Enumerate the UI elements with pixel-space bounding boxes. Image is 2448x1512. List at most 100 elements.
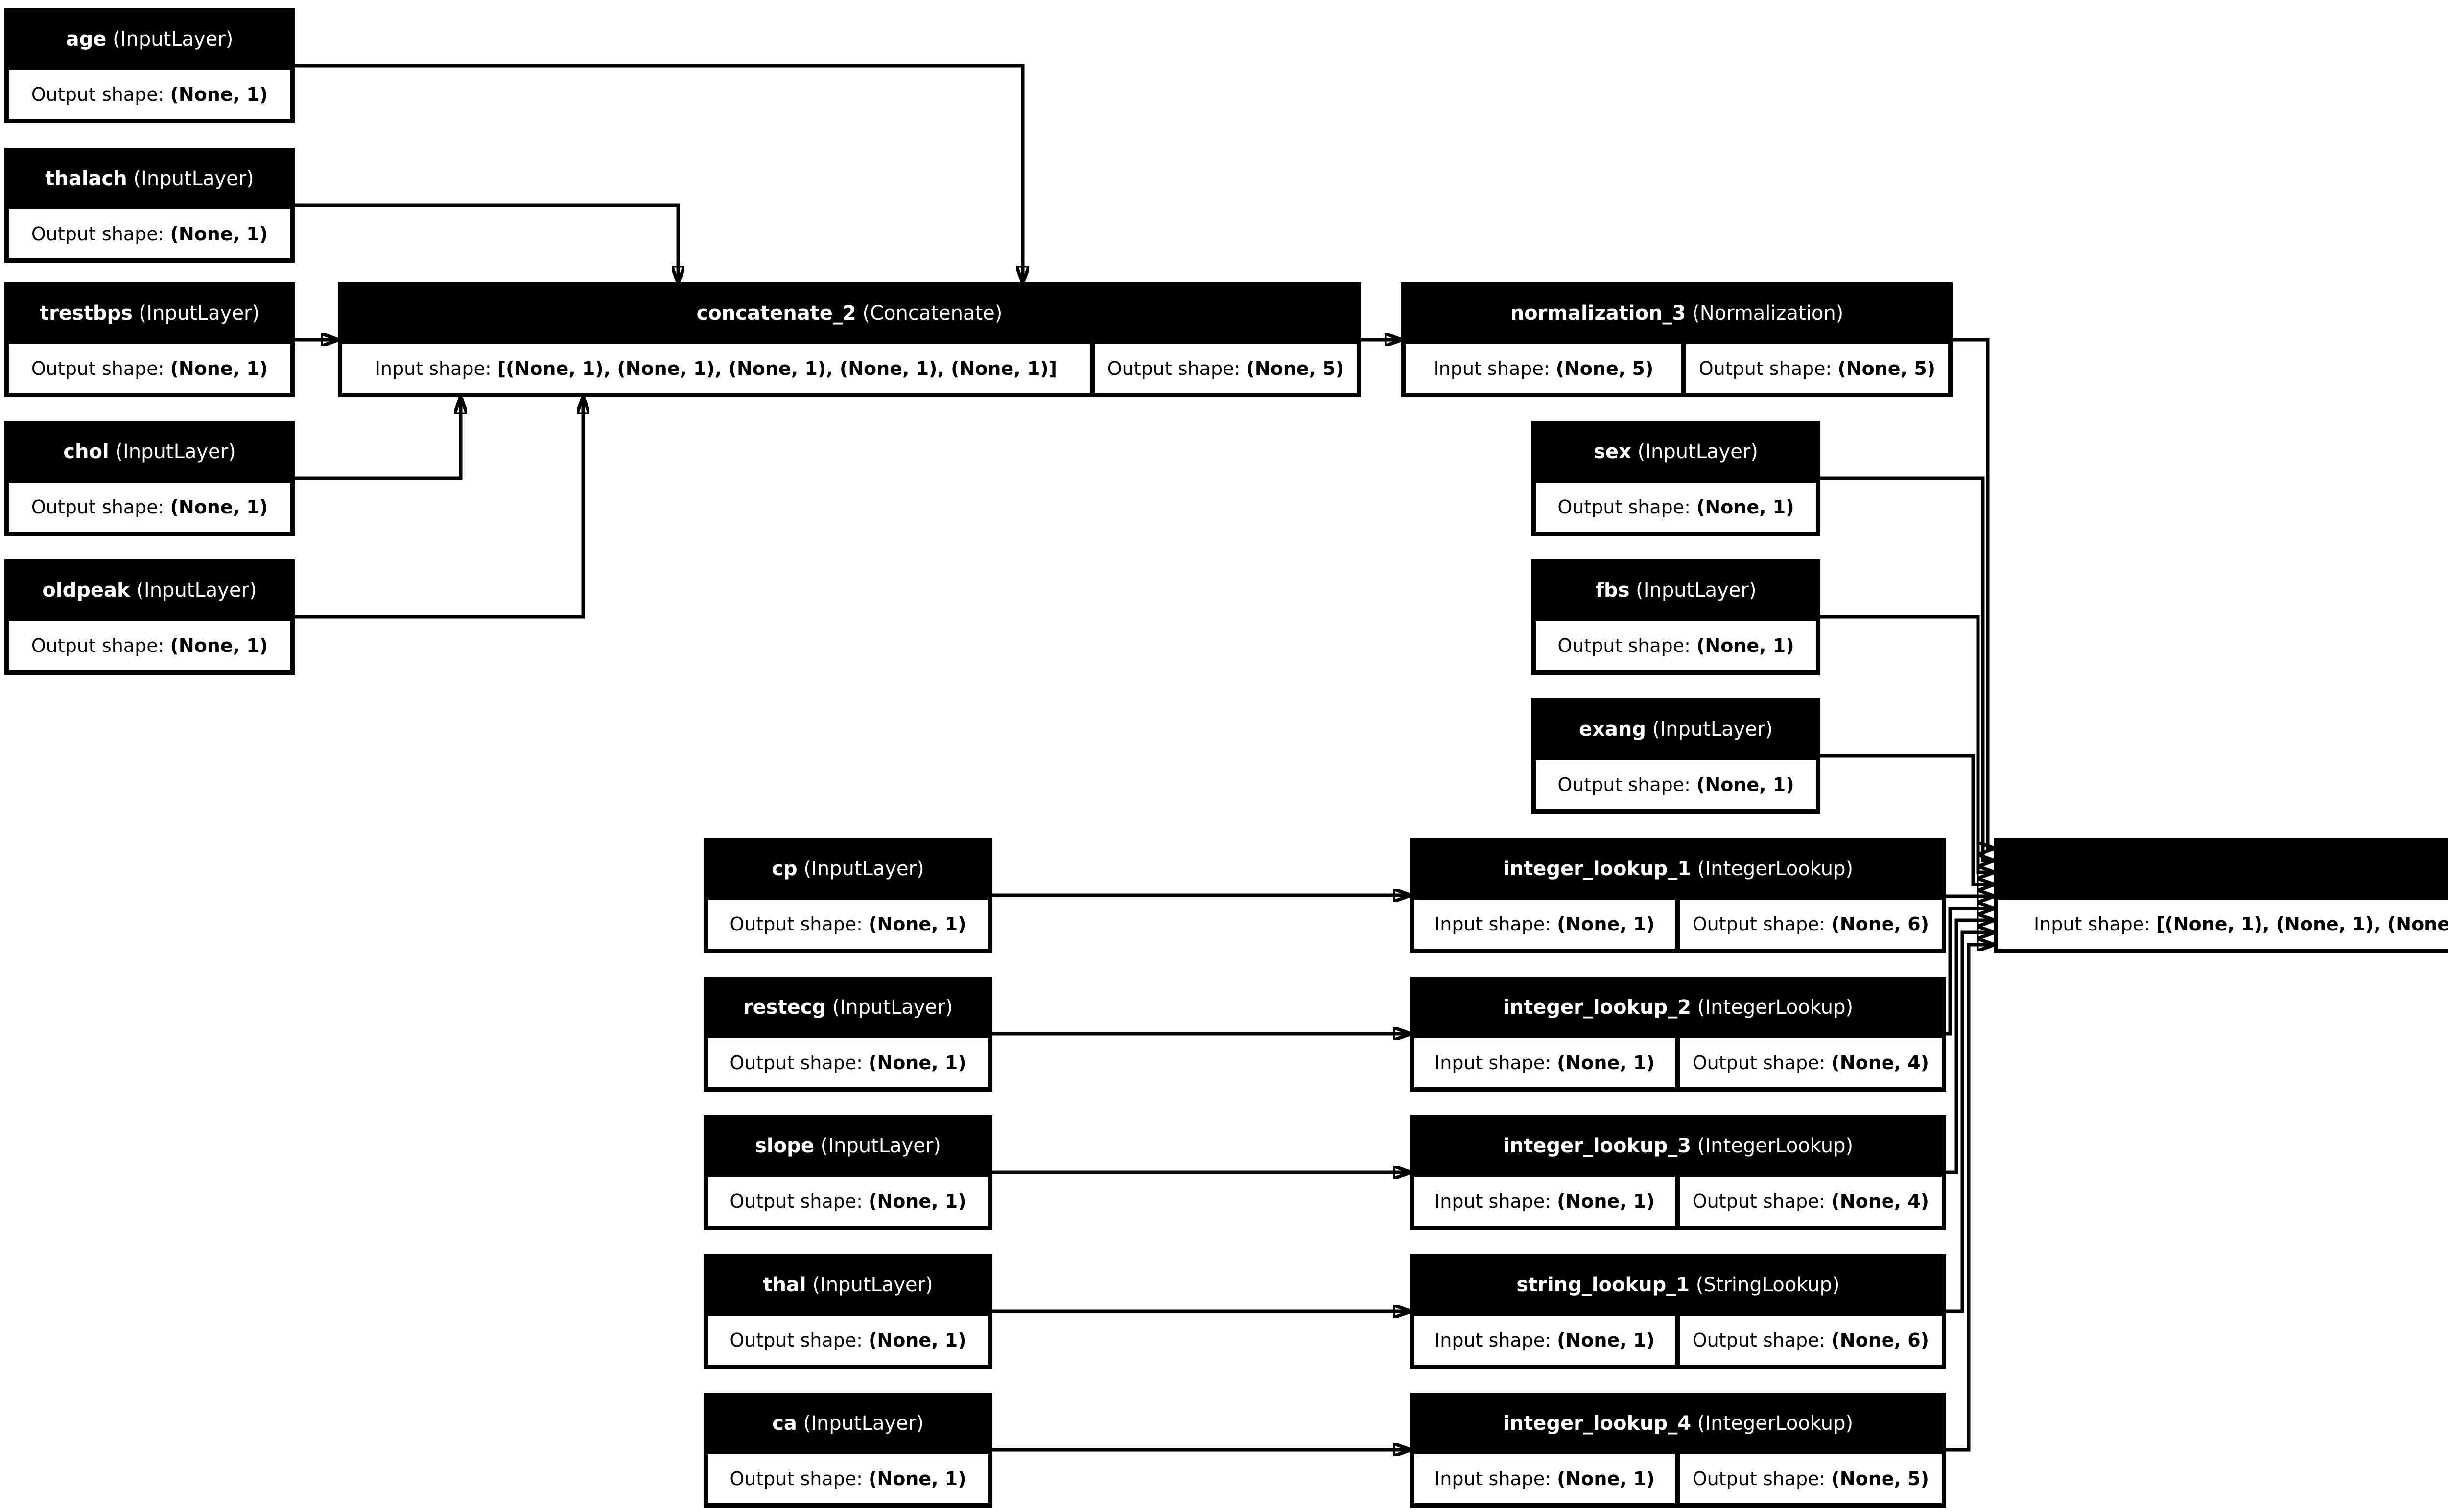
shape-value: (None, 1) — [1557, 1052, 1655, 1073]
shape-value: (None, 4) — [1831, 1190, 1929, 1212]
layer-type: (InputLayer) — [1629, 579, 1757, 602]
shape-label: Output shape: — [31, 84, 165, 105]
layer-node-integer_lookup_1: integer_lookup_1 (IntegerLookup)Input sh… — [1410, 838, 1946, 953]
edge-thalach-to-concatenate_2 — [295, 203, 678, 282]
layer-name: fbs — [1595, 579, 1630, 602]
layer-name: normalization_3 — [1510, 302, 1686, 325]
shape-cell: Input shape: (None, 5) — [1406, 344, 1681, 393]
layer-node-fbs: fbs (InputLayer)Output shape: (None, 1) — [1531, 559, 1820, 675]
layer-type: (InputLayer) — [106, 28, 234, 50]
shape-label: Input shape: — [1435, 1052, 1552, 1073]
layer-type: (IntegerLookup) — [1691, 1412, 1854, 1435]
layer-node-integer_lookup_4: integer_lookup_4 (IntegerLookup)Input sh… — [1410, 1393, 1946, 1508]
shape-value: (None, 1) — [170, 223, 268, 245]
layer-type: (InputLayer) — [1646, 718, 1773, 741]
shape-label: Output shape: — [730, 1468, 863, 1489]
shape-value: (None, 5) — [1555, 358, 1654, 379]
edge-fbs-to-concatenate_3 — [1820, 615, 1994, 872]
layer-name: ca — [772, 1412, 797, 1435]
layer-title: age (InputLayer) — [9, 8, 290, 70]
layer-name: exang — [1578, 718, 1646, 741]
layer-node-chol: chol (InputLayer)Output shape: (None, 1) — [4, 421, 295, 536]
layer-title: integer_lookup_3 (IntegerLookup) — [1414, 1115, 1942, 1177]
layer-name: thalach — [45, 167, 127, 190]
shape-cell: Output shape: (None, 1) — [9, 621, 290, 670]
layer-title: thalach (InputLayer) — [9, 148, 290, 209]
layer-title: fbs (InputLayer) — [1536, 559, 1816, 621]
layer-node-concatenate_3: concatenate_3 (Concatenate)Input shape: … — [1994, 838, 2448, 953]
shape-cell: Input shape: [(None, 1), (None, 1), (Non… — [342, 344, 1090, 393]
layer-title: cp (InputLayer) — [708, 838, 988, 900]
shape-label: Output shape: — [1692, 1329, 1826, 1351]
shape-value: (None, 1) — [869, 913, 966, 935]
layer-node-exang: exang (InputLayer)Output shape: (None, 1… — [1531, 698, 1820, 814]
edge-oldpeak-to-concatenate_2 — [295, 397, 583, 619]
layer-type: (IntegerLookup) — [1691, 996, 1854, 1019]
layer-type: (IntegerLookup) — [1691, 1135, 1854, 1157]
layer-type: (InputLayer) — [814, 1135, 941, 1157]
layer-node-oldpeak: oldpeak (InputLayer)Output shape: (None,… — [4, 559, 295, 675]
shape-value: (None, 5) — [1246, 358, 1344, 379]
shape-label: Output shape: — [1698, 358, 1832, 379]
shape-value: (None, 1) — [170, 358, 268, 379]
layer-node-cp: cp (InputLayer) Output shape: (None, 1) — [704, 838, 992, 953]
shape-label: Output shape: — [31, 496, 165, 518]
shape-value: (None, 1) — [1557, 913, 1655, 935]
layer-title: concatenate_3 (Concatenate) — [1998, 838, 2448, 900]
layer-node-integer_lookup_3: integer_lookup_3 (IntegerLookup)Input sh… — [1410, 1115, 1946, 1230]
shape-row: Output shape: (None, 1) — [9, 70, 290, 119]
shape-label: Output shape: — [730, 913, 863, 935]
shape-row: Output shape: (None, 1) — [708, 1177, 988, 1226]
shape-row: Output shape: (None, 1) — [1536, 483, 1816, 532]
shape-label: Input shape: — [1435, 1190, 1552, 1212]
layer-node-ca: ca (InputLayer)Output shape: (None, 1) — [704, 1393, 992, 1508]
shape-value: (None, 1) — [869, 1190, 966, 1212]
shape-cell: Output shape: (None, 4) — [1679, 1038, 1942, 1087]
layer-node-thal: thal (InputLayer)Output shape: (None, 1) — [704, 1254, 992, 1369]
shape-label: Output shape: — [31, 223, 165, 245]
shape-label: Output shape: — [1557, 496, 1691, 518]
layer-node-slope: slope (InputLayer)Output shape: (None, 1… — [704, 1115, 992, 1230]
shape-label: Input shape: — [1435, 1329, 1552, 1351]
shape-row: Input shape: (None, 1)Output shape: (Non… — [1414, 1316, 1942, 1365]
shape-row: Input shape: (None, 1)Output shape: (Non… — [1414, 900, 1942, 949]
layer-type: (Concatenate) — [856, 302, 1003, 325]
layer-type: (StringLookup) — [1690, 1274, 1840, 1296]
layer-node-string_lookup_1: string_lookup_1 (StringLookup)Input shap… — [1410, 1254, 1946, 1369]
edge-normalization_3-to-concatenate_3 — [1953, 338, 1994, 848]
shape-label: Output shape: — [1692, 1468, 1826, 1489]
shape-cell: Output shape: (None, 6) — [1679, 900, 1942, 949]
edge-integer_lookup_2-to-concatenate_3 — [1946, 908, 1994, 1036]
shape-label: Output shape: — [31, 635, 165, 656]
layer-title: chol (InputLayer) — [9, 421, 290, 483]
shape-label: Output shape: — [730, 1329, 863, 1351]
shape-value: (None, 6) — [1831, 913, 1929, 935]
layer-type: (Normalization) — [1686, 302, 1844, 325]
shape-value: [(None, 1), (None, 1), (None, 1), (None,… — [497, 358, 1058, 379]
shape-row: Input shape: (None, 1)Output shape: (Non… — [1414, 1177, 1942, 1226]
shape-cell: Input shape: (None, 1) — [1414, 1038, 1675, 1087]
layer-name: sex — [1594, 441, 1631, 463]
layer-title: integer_lookup_1 (IntegerLookup) — [1414, 838, 1942, 900]
layer-node-thalach: thalach (InputLayer) Output shape: (None,… — [4, 148, 295, 263]
layer-name: trestbps — [39, 302, 133, 325]
edge-sex-to-concatenate_3 — [1820, 476, 1994, 861]
layer-title: concatenate_2 (Concatenate) — [342, 282, 1357, 344]
shape-row: Output shape: (None, 1) — [708, 1454, 988, 1503]
shape-row: Input shape: [(None, 1), (None, 1), (Non… — [1998, 900, 2448, 949]
shape-value: [(None, 1), (None, 1), (None, 1), (None,… — [2156, 913, 2448, 935]
edge-string_lookup_1-to-concatenate_3 — [1946, 932, 1994, 1313]
shape-value: (None, 1) — [1696, 496, 1794, 518]
shape-cell: Output shape: (None, 6) — [1679, 1316, 1942, 1365]
shape-label: Input shape: — [1433, 358, 1550, 379]
shape-cell: Input shape: [(None, 1), (None, 1), (Non… — [1998, 900, 2448, 949]
shape-cell: Output shape: (None, 5) — [1094, 344, 1357, 393]
shape-label: Output shape: — [1692, 1052, 1826, 1073]
layer-title: exang (InputLayer) — [1536, 698, 1816, 760]
layer-title: ca (InputLayer) — [708, 1393, 988, 1454]
layer-name: cp — [772, 858, 798, 880]
layer-type: (InputLayer) — [130, 579, 257, 602]
layer-name: restecg — [743, 996, 826, 1019]
